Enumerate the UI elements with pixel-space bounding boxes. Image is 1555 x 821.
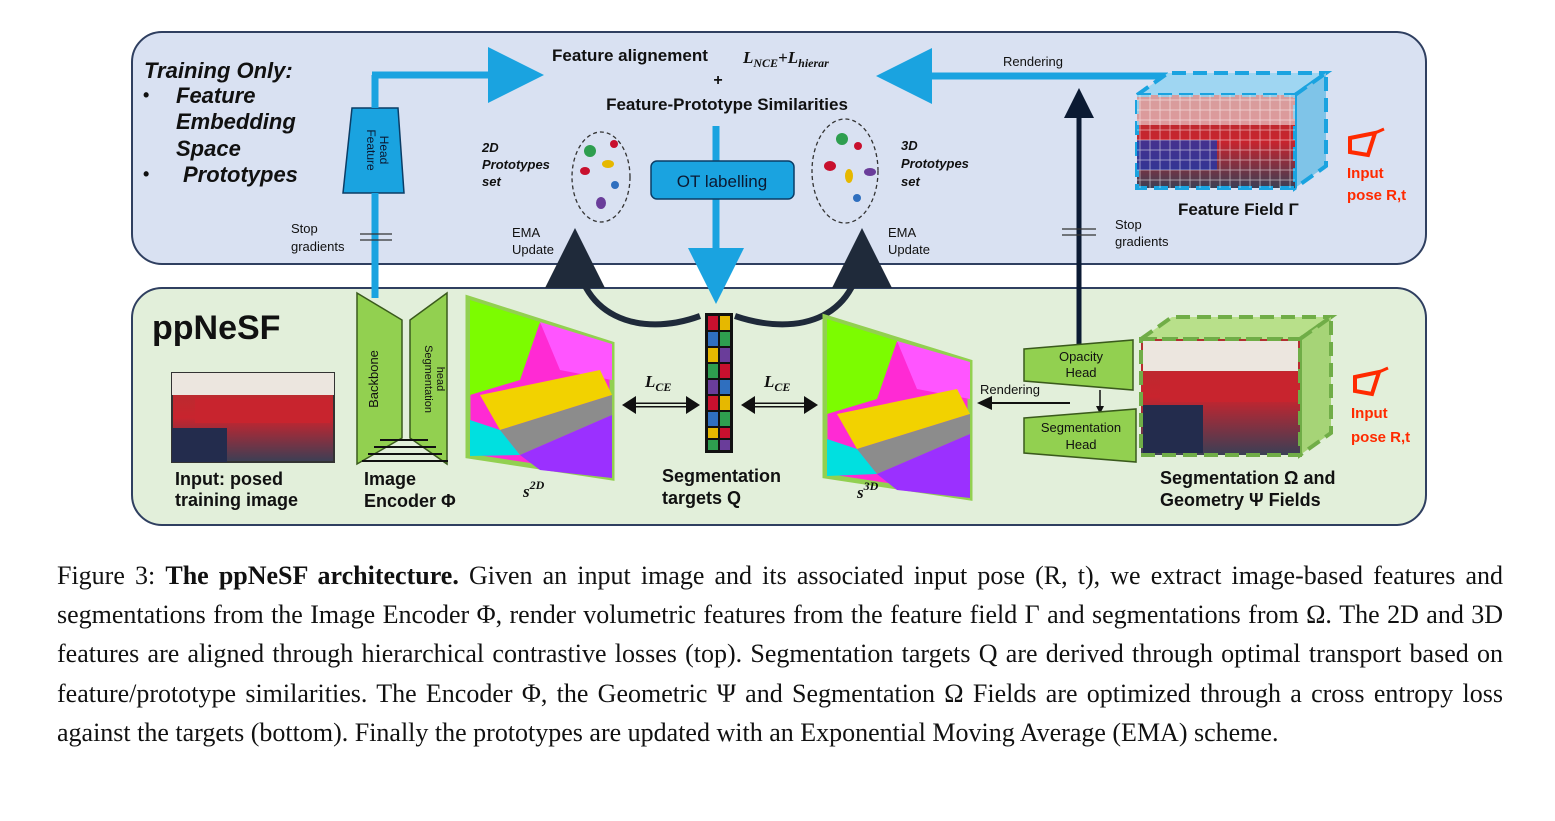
stop-gradients-left-2: gradients <box>291 239 345 254</box>
caption-body: Given an input image and its associated … <box>57 561 1504 747</box>
proto-2d-label-1: 2D <box>481 140 499 155</box>
proto-3d-red <box>824 161 836 171</box>
encoder-seg-head-label-1: Segmentation <box>422 345 434 413</box>
stop-gradients-right-1: Stop <box>1115 217 1142 232</box>
rendering-top-label: Rendering <box>1003 54 1063 69</box>
training-panel <box>131 31 1427 265</box>
encoder-seg-head-label-2: head <box>434 367 446 391</box>
ema-right-2: Update <box>888 242 930 257</box>
backbone-shape <box>356 291 403 466</box>
prototypes-3d-set <box>811 118 879 224</box>
feature-head-shape <box>342 107 405 194</box>
architecture-diagram: Training Only: • Feature Embedding Space… <box>131 31 1427 526</box>
camera-pose-icon-bottom <box>1353 366 1389 397</box>
bullet-space: Space <box>176 136 241 161</box>
proto-3d-blue <box>853 194 861 202</box>
ot-labelling-label: OT labelling <box>677 172 767 191</box>
proto-3d-yellow <box>845 169 853 183</box>
s3d-label: s3D <box>856 479 879 502</box>
feature-field-cube <box>1130 69 1333 192</box>
feature-head-label-1: Feature <box>364 129 378 171</box>
lce-right-double-arrow <box>741 396 818 414</box>
proto-3d-label-2: Prototypes <box>901 156 969 171</box>
proto-2d-red-small <box>610 140 618 148</box>
segmentation-targets-bar <box>705 313 733 453</box>
proto-2d-red <box>580 167 590 175</box>
input-pose-bottom-2: pose R,t <box>1351 429 1410 446</box>
fields-label-2: Geometry Ψ Fields <box>1160 490 1321 510</box>
proto-2d-blue <box>611 181 619 189</box>
encoder-seg-head-shape <box>409 291 448 466</box>
bullet-1: • <box>143 85 149 105</box>
segmentation-geometry-cube <box>1134 313 1338 459</box>
opacity-head-label-1: Opacity <box>1059 349 1104 364</box>
ema-update-left-arrow <box>545 228 702 328</box>
segmentation-head-right-label-2: Head <box>1065 437 1096 452</box>
input-pose-top-1: Input <box>1347 165 1384 182</box>
ppnesf-title: ppNeSF <box>152 309 280 347</box>
lce-left-label: LCE <box>644 372 671 394</box>
proto-3d-green <box>836 133 848 145</box>
figure-caption: Figure 3: The ppNeSF architecture. Given… <box>57 556 1503 752</box>
proto-2d-label-2: Prototypes <box>482 157 550 172</box>
stop-gradients-right-2: gradients <box>1115 234 1169 249</box>
feature-head-label-2: Head <box>377 136 391 165</box>
segmentation-head-right-shape <box>1023 408 1137 463</box>
stop-gradients-left-1: Stop <box>291 221 318 236</box>
heads-connector-arrowhead <box>1096 406 1104 414</box>
feature-field-label: Feature Field Γ <box>1178 200 1299 219</box>
opacity-head-shape <box>1023 339 1134 391</box>
caption-label: Figure 3: <box>57 561 156 590</box>
input-caption-1: Input: posed <box>175 469 283 489</box>
loss-nce: LNCE+Lhierar <box>742 48 829 70</box>
proto-3d-red-small <box>854 142 862 150</box>
encoder-label-2: Encoder Φ <box>364 491 456 511</box>
ema-left-1: EMA <box>512 225 541 240</box>
targets-label-2: targets Q <box>662 488 741 508</box>
input-pose-top-2: pose R,t <box>1347 187 1406 204</box>
similarities-label: Feature-Prototype Similarities <box>606 95 848 114</box>
segmentation-2d-map <box>465 294 615 481</box>
camera-pose-icon-top <box>1348 127 1385 158</box>
caption-bold-title: The ppNeSF architecture. <box>165 561 459 590</box>
encoder-label-1: Image <box>364 469 416 489</box>
input-caption-2: training image <box>175 490 298 510</box>
bullet-embedding: Embedding <box>176 109 296 134</box>
opacity-head-label-2: Head <box>1065 365 1096 380</box>
ema-right-1: EMA <box>888 225 917 240</box>
input-pose-bottom-1: Input <box>1351 405 1388 422</box>
bullet-prototypes: Prototypes <box>183 162 298 187</box>
render-bottom-arrowhead <box>977 396 992 410</box>
backbone-label: Backbone <box>366 350 381 408</box>
ot-labelling-box <box>650 160 795 200</box>
proto-3d-label-3: set <box>901 174 920 189</box>
proto-2d-green <box>584 145 596 157</box>
proto-2d-label-3: set <box>482 174 501 189</box>
lce-right-label: LCE <box>763 372 790 394</box>
segmentation-head-right-label-1: Segmentation <box>1041 420 1121 435</box>
proto-2d-yellow <box>602 160 614 168</box>
segmentation-3d-map <box>822 313 973 501</box>
ema-left-2: Update <box>512 242 554 257</box>
fields-label-1: Segmentation Ω and <box>1160 468 1335 488</box>
encoder-connector-lines <box>362 439 448 462</box>
proto-3d-purple <box>864 168 876 176</box>
proto-3d-label-1: 3D <box>901 138 918 153</box>
bullet-feature: Feature <box>176 83 255 108</box>
training-only-title: Training Only: <box>144 58 293 83</box>
bullet-2: • <box>143 164 149 184</box>
s2d-label: s2D <box>522 478 545 501</box>
prototypes-2d-set <box>571 131 631 223</box>
proto-2d-purple <box>596 197 606 209</box>
lce-left-double-arrow <box>622 396 700 414</box>
targets-label-1: Segmentation <box>662 466 781 486</box>
alignment-plus: + <box>713 72 722 89</box>
rendering-bottom-label: Rendering <box>980 382 1040 397</box>
alignment-title: Feature alignement <box>552 46 708 65</box>
input-training-image <box>171 372 335 463</box>
